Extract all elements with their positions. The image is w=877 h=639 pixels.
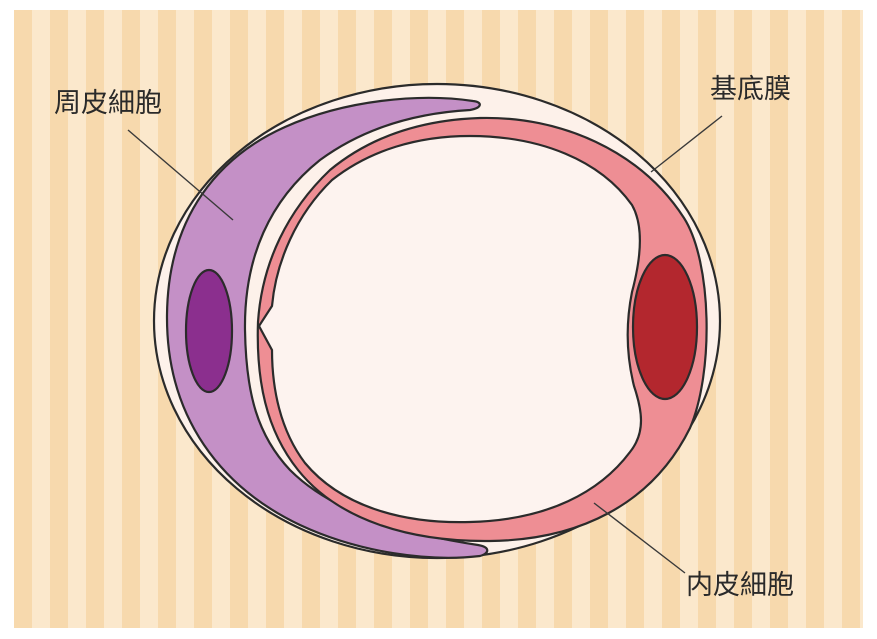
endothelial-cell-label: 内皮細胞	[686, 570, 794, 601]
pericyte-label: 周皮細胞	[54, 88, 162, 119]
basement-membrane-label: 基底膜	[710, 74, 791, 105]
pericyte-nucleus	[186, 270, 232, 392]
endothelial-nucleus	[633, 255, 697, 399]
